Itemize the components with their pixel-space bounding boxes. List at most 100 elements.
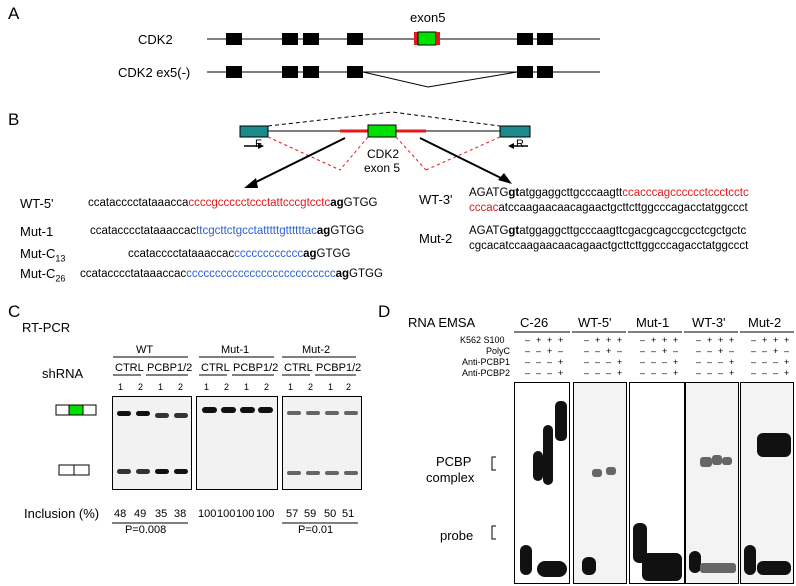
emsa-sign: + bbox=[784, 368, 790, 378]
wt3-sequence-line-1: AGATGgtatggaggcttgcccaagttccacccagcccccc… bbox=[469, 187, 749, 199]
mut2-lane-2: 2 bbox=[308, 382, 314, 392]
panel-c-letter: C bbox=[8, 302, 21, 321]
emsa-sign: + bbox=[617, 368, 623, 378]
emsa-sign: – bbox=[751, 357, 757, 367]
emsa-sign: + bbox=[536, 335, 542, 345]
wt-lane-4: 2 bbox=[178, 382, 184, 392]
complex-label: complex bbox=[426, 470, 475, 485]
emsa-sign: – bbox=[536, 368, 542, 378]
emsa-sign: – bbox=[606, 368, 612, 378]
wt5-seg-2: ccccgccccctccctattcccgtcctc bbox=[188, 197, 331, 209]
mut1-lane-1: 1 bbox=[204, 382, 210, 392]
emsa-sign: – bbox=[525, 335, 531, 345]
mut2-lane-4: 2 bbox=[346, 382, 352, 392]
wt3-l1d: ccacccagcccccctccctcctc bbox=[622, 187, 749, 199]
emsa-sign: – bbox=[729, 346, 735, 356]
emsa-sign: + bbox=[595, 335, 601, 345]
inclusion-label: Inclusion (%) bbox=[24, 506, 100, 521]
emsa-sign: + bbox=[673, 368, 679, 378]
mutc13-seg-3: ag bbox=[303, 248, 317, 260]
emsa-sign: – bbox=[696, 368, 702, 378]
emsa-sign: – bbox=[751, 335, 757, 345]
mutc13-label-main: Mut-C bbox=[20, 246, 56, 261]
mut2-l1c: atggaggcttgcccaagttcgacgcagccgcctcgctgct… bbox=[519, 225, 747, 237]
emsa-sign: – bbox=[718, 357, 724, 367]
emsa-sign: + bbox=[558, 368, 564, 378]
emsa-sign: – bbox=[558, 346, 564, 356]
mut2-incl-1: 57 bbox=[286, 508, 299, 520]
cond-polyc: PolyC bbox=[486, 346, 511, 356]
wt-lane-1: 1 bbox=[118, 382, 124, 392]
emsa-gel-mut1-name: Mut-1 bbox=[636, 315, 670, 330]
emsa-sign: – bbox=[595, 357, 601, 367]
emsa-gel-mut2-name: Mut-2 bbox=[748, 315, 782, 330]
emsa-sign: – bbox=[707, 357, 713, 367]
emsa-sign: + bbox=[606, 335, 612, 345]
emsa-sign: – bbox=[751, 368, 757, 378]
wt3-l2b: atccaagaacaacagaactgcttcttggcccagacctatg… bbox=[498, 202, 748, 214]
mutc13-label: Mut-C13 bbox=[20, 246, 65, 264]
emsa-sign: – bbox=[547, 368, 553, 378]
emsa-sign: – bbox=[584, 368, 590, 378]
emsa-sign: + bbox=[617, 357, 623, 367]
wt3-sequence-line-2: cccacatccaagaacaacagaactgcttcttggcccagac… bbox=[469, 202, 748, 214]
mut2-sequence-line-1: AGATGgtatggaggcttgcccaagttcgacgcagccgcct… bbox=[469, 225, 746, 237]
emsa-sign: – bbox=[662, 368, 668, 378]
mutc13-seg-1: ccatacccctataaaccac bbox=[128, 248, 235, 260]
emsa-sign: – bbox=[547, 357, 553, 367]
primer-f-label: F bbox=[255, 138, 262, 150]
mut1-sequence: ccatacccctataaaccacttcgcttctgcctatttttgt… bbox=[90, 225, 364, 237]
emsa-gel-c26-name: C-26 bbox=[520, 315, 549, 330]
mut2-pvalue: P=0.01 bbox=[298, 524, 334, 536]
mut1-seg-3: ag bbox=[316, 225, 331, 237]
cond-anti-pcbp1: Anti-PCBP1 bbox=[462, 357, 511, 367]
mut2-incl-2: 59 bbox=[304, 508, 317, 520]
emsa-sign: – bbox=[651, 357, 657, 367]
mutc26-label-main: Mut-C bbox=[20, 266, 56, 281]
rtpcr-gel-wt bbox=[112, 396, 192, 490]
emsa-gel-c26 bbox=[514, 382, 570, 584]
rna-emsa-title: RNA EMSA bbox=[408, 315, 476, 330]
emsa-sign: – bbox=[640, 368, 646, 378]
emsa-sign: + bbox=[673, 335, 679, 345]
wt-lane-2: 2 bbox=[138, 382, 144, 392]
emsa-sign: – bbox=[536, 357, 542, 367]
group-wt-name: WT bbox=[136, 344, 154, 356]
wt-lane-3: 1 bbox=[158, 382, 164, 392]
emsa-sign: + bbox=[558, 357, 564, 367]
wt-incl-4: 38 bbox=[174, 508, 187, 520]
mut2-sequence-line-2: cgcacatccaagaacaacagaactgcttcttggcccagac… bbox=[469, 240, 748, 252]
cdk2-ex5-minus-label: CDK2 ex5(-) bbox=[118, 65, 191, 80]
wt-incl-3: 35 bbox=[155, 508, 168, 520]
group-wt-kd: PCBP1/2 bbox=[147, 362, 193, 374]
emsa-sign: – bbox=[696, 357, 702, 367]
emsa-sign: – bbox=[707, 346, 713, 356]
emsa-sign: + bbox=[606, 346, 612, 356]
emsa-sign: + bbox=[707, 335, 713, 345]
emsa-gel-wt3 bbox=[685, 382, 739, 584]
mutc26-seg-1: ccatacccctataaaccac bbox=[80, 268, 187, 280]
wt3-l1c: atggaggcttgcccaagtt bbox=[519, 187, 623, 199]
wt3-l1b: gt bbox=[508, 187, 520, 199]
emsa-sign: – bbox=[584, 346, 590, 356]
rtpcr-gel-mut1 bbox=[196, 396, 278, 490]
emsa-sign: – bbox=[762, 368, 768, 378]
group-mut1-kd: PCBP1/2 bbox=[233, 362, 279, 374]
mutc13-seg-2: cccccccccccc bbox=[234, 248, 304, 260]
mut1-seg-2: ttcgcttctgcctatttttgttttttac bbox=[196, 225, 317, 237]
mut2-lane-1: 1 bbox=[288, 382, 294, 392]
emsa-sign: + bbox=[558, 335, 564, 345]
emsa-sign: + bbox=[729, 335, 735, 345]
emsa-sign: – bbox=[762, 357, 768, 367]
emsa-sign: + bbox=[673, 357, 679, 367]
emsa-sign: – bbox=[536, 346, 542, 356]
emsa-sign: + bbox=[762, 335, 768, 345]
emsa-sign: – bbox=[784, 346, 790, 356]
group-mut2-kd: PCBP1/2 bbox=[316, 362, 362, 374]
emsa-sign: + bbox=[617, 335, 623, 345]
mutc26-sequence: ccatacccctataaaccacccccccccccccccccccccc… bbox=[80, 268, 383, 280]
emsa-name-underlines bbox=[514, 331, 794, 333]
wt5-sequence: ccatacccctataaaccaccccgccccctccctattcccg… bbox=[88, 197, 378, 209]
mut2-incl-3: 50 bbox=[324, 508, 337, 520]
mut2-l1a: AGATG bbox=[469, 225, 509, 237]
